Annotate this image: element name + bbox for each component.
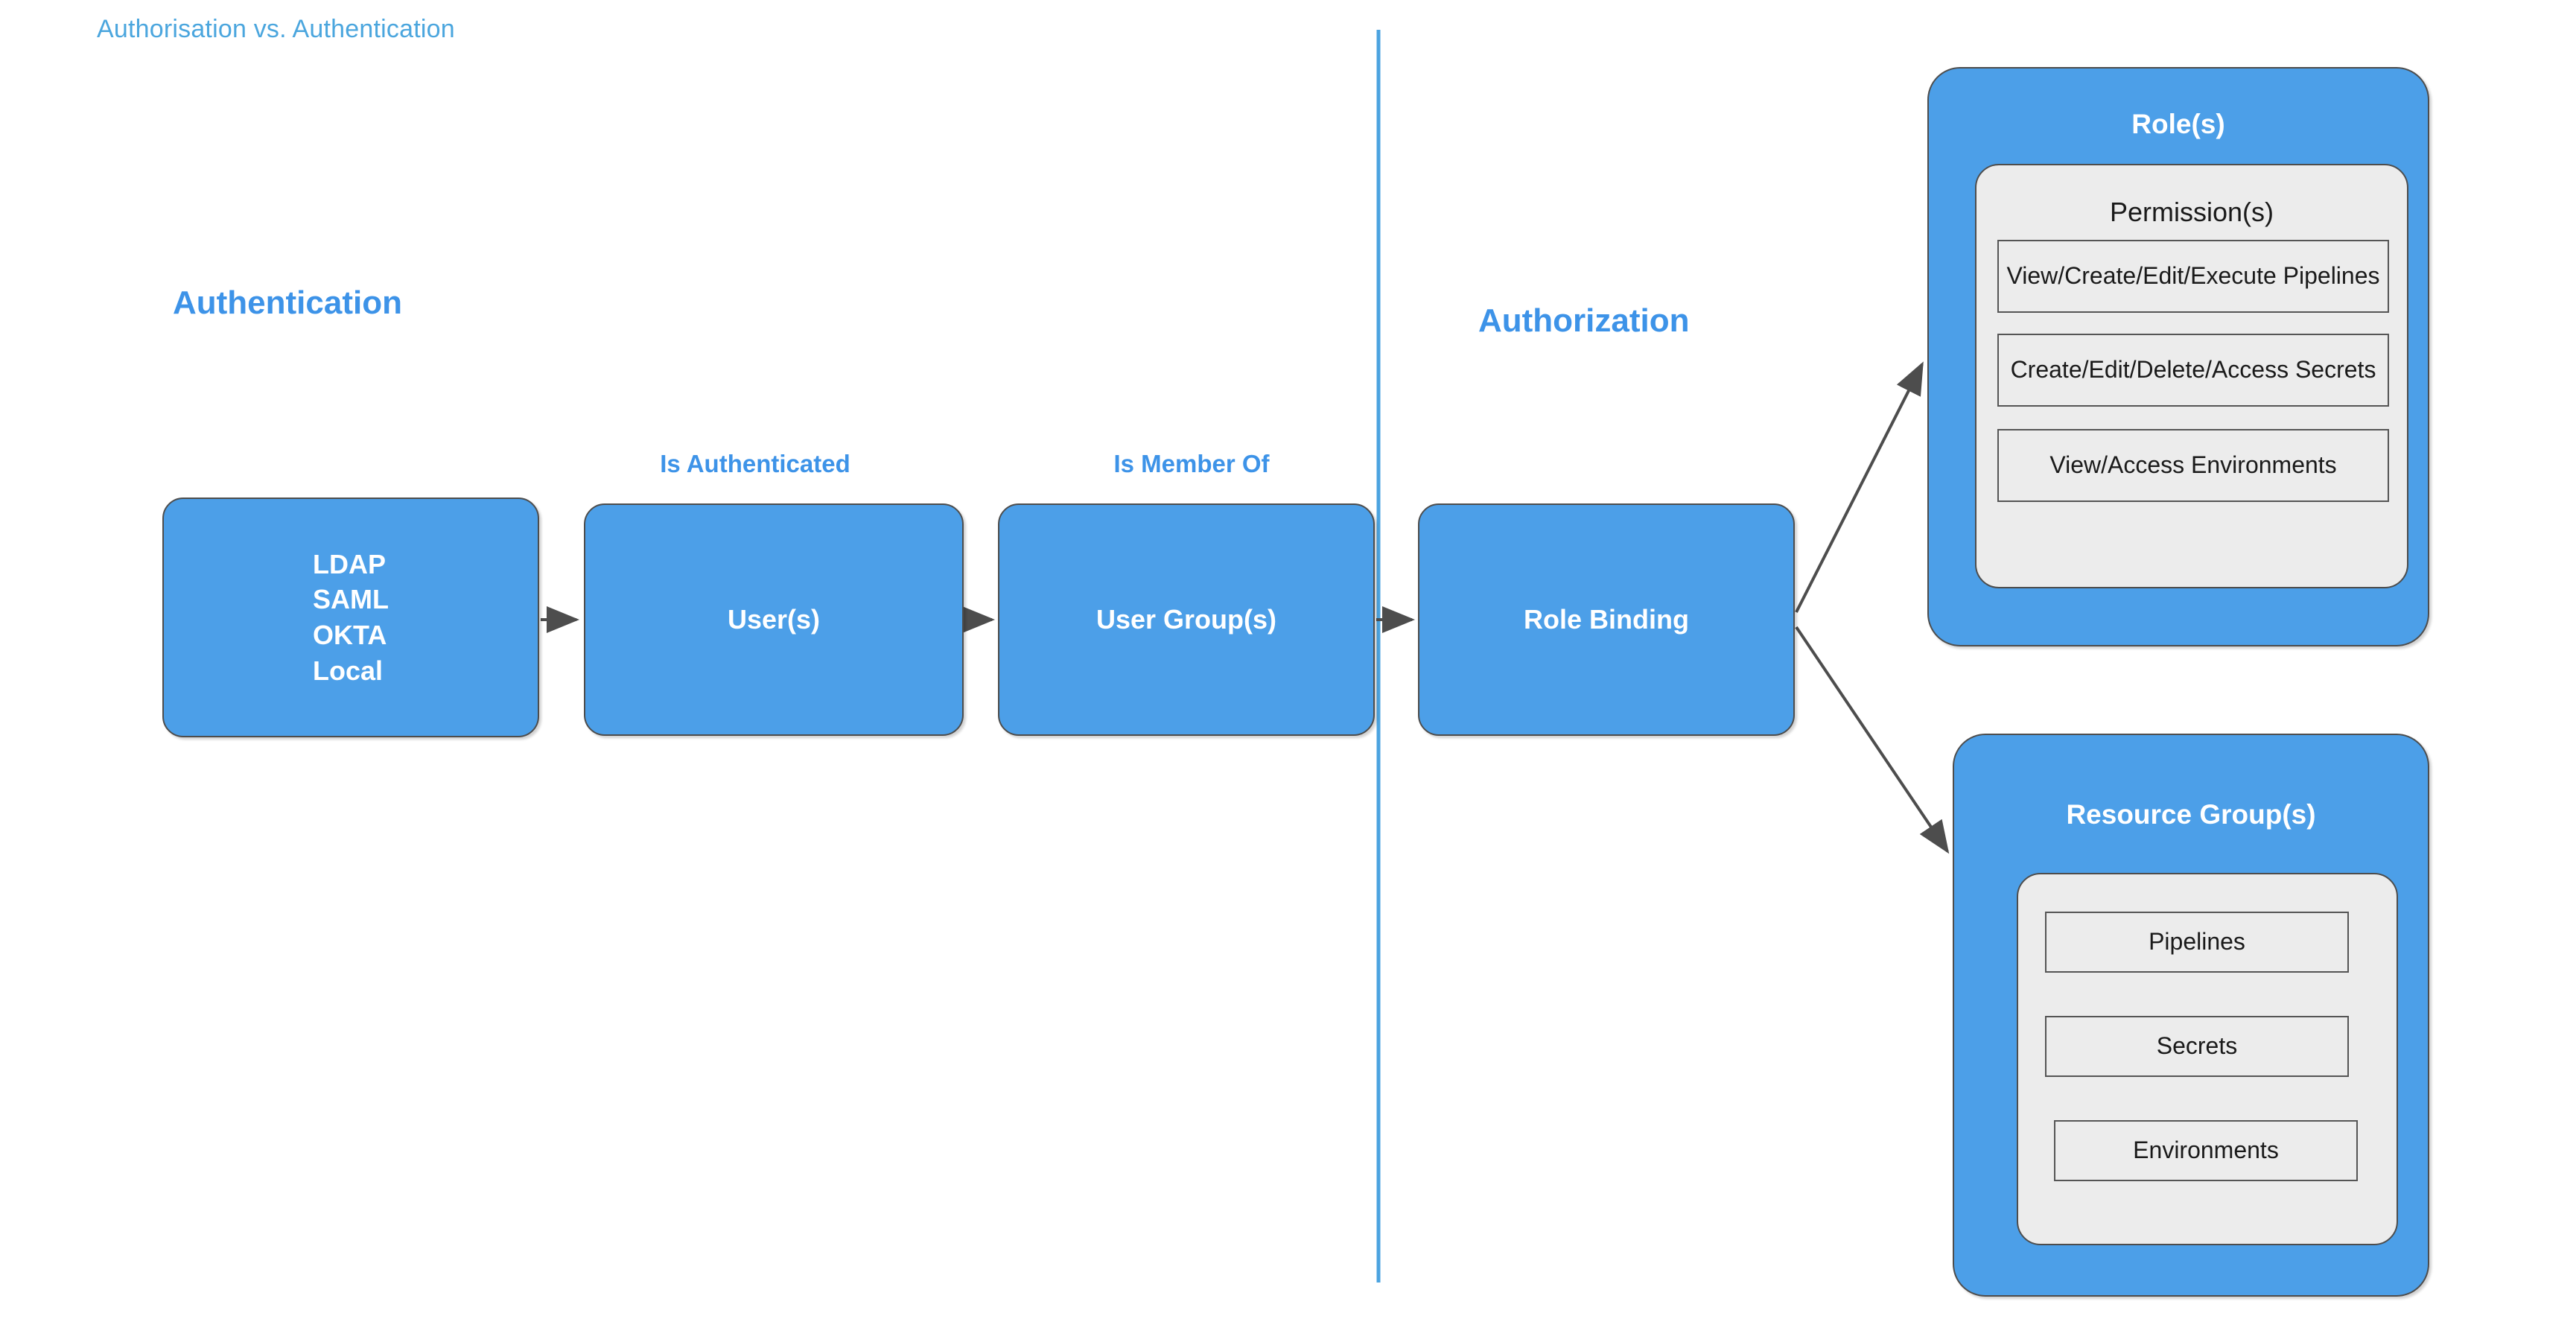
arrow-rolebinding-to-resources: [1795, 626, 1950, 854]
node-auth-sources[interactable]: LDAP SAML OKTA Local: [162, 498, 539, 737]
group-roles[interactable]: Role(s) Permission(s) View/Create/Edit/E…: [1927, 67, 2429, 646]
permissions-caption: Permission(s): [2109, 197, 2274, 227]
group-roles-title: Role(s): [2131, 109, 2225, 139]
node-role-binding[interactable]: Role Binding: [1418, 503, 1795, 736]
node-user-groups[interactable]: User Group(s): [998, 503, 1375, 736]
edge-label-is-authenticated: Is Authenticated: [660, 450, 850, 477]
auth-source-ldap: LDAP: [313, 548, 386, 579]
arrow-rolebinding-to-roles: [1795, 361, 1924, 613]
permission-item[interactable]: View/Access Environments: [1997, 429, 2389, 502]
auth-sources-list: LDAP SAML OKTA Local: [313, 547, 389, 688]
permissions-panel: Permission(s) View/Create/Edit/Execute P…: [1975, 164, 2408, 588]
permission-item[interactable]: Create/Edit/Delete/Access Secrets: [1997, 334, 2389, 407]
edge-label-is-member-of: Is Member Of: [1113, 450, 1270, 477]
group-resources-title: Resource Group(s): [2066, 799, 2316, 830]
resource-item[interactable]: Pipelines: [2045, 912, 2349, 973]
auth-source-local: Local: [313, 655, 384, 686]
group-resources[interactable]: Resource Group(s) Pipelines Secrets Envi…: [1953, 734, 2429, 1297]
node-role-binding-label: Role Binding: [1524, 604, 1689, 635]
section-heading-authentication: Authentication: [173, 285, 402, 321]
section-heading-authorization: Authorization: [1478, 302, 1690, 339]
resources-panel: Pipelines Secrets Environments: [2017, 873, 2398, 1245]
node-user-groups-label: User Group(s): [1095, 604, 1277, 635]
permission-item[interactable]: View/Create/Edit/Execute Pipelines: [1997, 240, 2389, 313]
resource-item[interactable]: Secrets: [2045, 1016, 2349, 1077]
auth-source-saml: SAML: [313, 584, 389, 615]
auth-source-okta: OKTA: [313, 620, 387, 650]
resource-item[interactable]: Environments: [2054, 1120, 2358, 1181]
page-title: Authorisation vs. Authentication: [97, 15, 455, 43]
node-users[interactable]: User(s): [584, 503, 964, 736]
node-users-label: User(s): [727, 604, 821, 635]
